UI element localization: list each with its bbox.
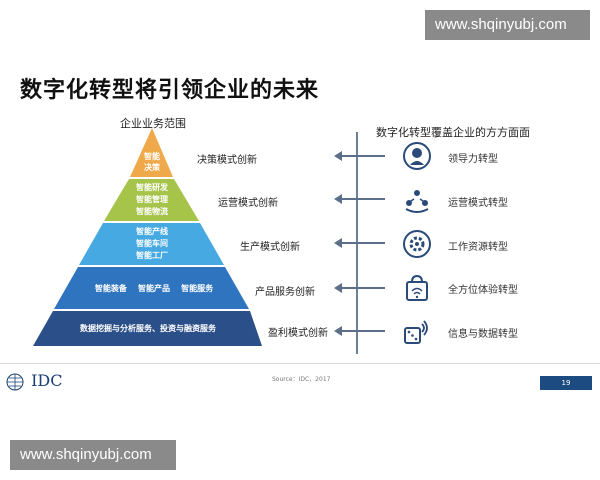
arrow-left-icon bbox=[334, 283, 342, 293]
pyramid-label: 企业业务范围 bbox=[120, 117, 186, 130]
innovation-label-5: 盈利模式创新 bbox=[268, 328, 328, 339]
arrow-left-icon bbox=[334, 151, 342, 161]
arrow-1-line bbox=[340, 155, 385, 157]
tier-1-text: 智能决策 bbox=[144, 152, 160, 172]
arrow-4-line bbox=[340, 287, 385, 289]
pyramid-tier-1 bbox=[130, 128, 173, 177]
arrow-2-line bbox=[340, 198, 385, 200]
tier-2-text: 智能研发智能管理智能物流 bbox=[136, 183, 168, 216]
innovation-label-2: 运营模式创新 bbox=[218, 198, 278, 209]
tier-3-text: 智能产线智能车间智能工厂 bbox=[136, 227, 168, 260]
tier-5-text: 数据挖掘与分析服务、投资与融资服务 bbox=[80, 324, 216, 333]
transformation-label: 数字化转型覆盖企业的方方面面 bbox=[376, 126, 530, 139]
arrow-left-icon bbox=[334, 194, 342, 204]
watermark-top: www.shqinyubj.com bbox=[425, 10, 590, 40]
pyramid-tier-3 bbox=[79, 223, 224, 265]
transformation-item-1: 领导力转型 bbox=[448, 154, 498, 165]
slide-title: 数字化转型将引领企业的未来 bbox=[20, 78, 320, 103]
arrow-3-line bbox=[340, 242, 385, 244]
tier-4-text: 智能装备 智能产品 智能服务 bbox=[94, 284, 214, 293]
dice-signal-icon bbox=[402, 316, 432, 346]
idc-logo: IDC bbox=[6, 371, 106, 390]
innovation-label-1: 决策模式创新 bbox=[197, 155, 257, 166]
source-note: Source：IDC，2017 bbox=[272, 376, 331, 383]
transformation-item-2: 运营模式转型 bbox=[448, 198, 508, 209]
team-network-icon bbox=[402, 185, 432, 215]
footer-divider bbox=[0, 363, 600, 364]
resource-gear-icon bbox=[402, 229, 432, 259]
transformation-item-3: 工作资源转型 bbox=[448, 242, 508, 253]
innovation-label-4: 产品服务创新 bbox=[255, 287, 315, 298]
pyramid-tier-2 bbox=[104, 179, 199, 221]
page-number: 19 bbox=[540, 376, 592, 390]
transformation-item-4: 全方位体验转型 bbox=[448, 285, 518, 296]
innovation-label-3: 生产模式创新 bbox=[240, 242, 300, 253]
watermark-bottom: www.shqinyubj.com bbox=[10, 440, 176, 470]
arrow-5-line bbox=[340, 330, 385, 332]
pyramid-tier-5 bbox=[33, 311, 262, 346]
idc-logo-text: IDC bbox=[31, 371, 63, 390]
wifi-bag-icon bbox=[402, 272, 432, 302]
transformation-item-5: 信息与数据转型 bbox=[448, 329, 518, 340]
arrow-left-icon bbox=[334, 238, 342, 248]
globe-icon bbox=[6, 373, 24, 390]
leadership-icon bbox=[402, 141, 432, 171]
arrow-left-icon bbox=[334, 326, 342, 336]
pyramid-tier-4 bbox=[54, 267, 249, 309]
